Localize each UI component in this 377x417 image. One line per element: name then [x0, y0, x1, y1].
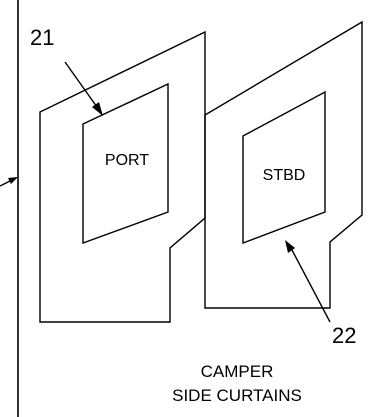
- callout-21-label: 21: [30, 25, 54, 50]
- stbd-curtain-outer: [204, 20, 363, 309]
- caption-line-1: CAMPER: [201, 362, 274, 381]
- callout-22-label: 22: [332, 323, 356, 348]
- stbd-label: STBD: [263, 167, 306, 184]
- stbd-window: [242, 90, 326, 245]
- port-window: [82, 82, 169, 245]
- caption-line-2: SIDE CURTAINS: [172, 386, 302, 405]
- port-label: PORT: [105, 152, 149, 169]
- callout-21-leader: [64, 61, 103, 116]
- edge-leader-arrow: [0, 177, 18, 187]
- callout-22-leader: [285, 240, 331, 323]
- port-curtain-outer: [39, 30, 206, 323]
